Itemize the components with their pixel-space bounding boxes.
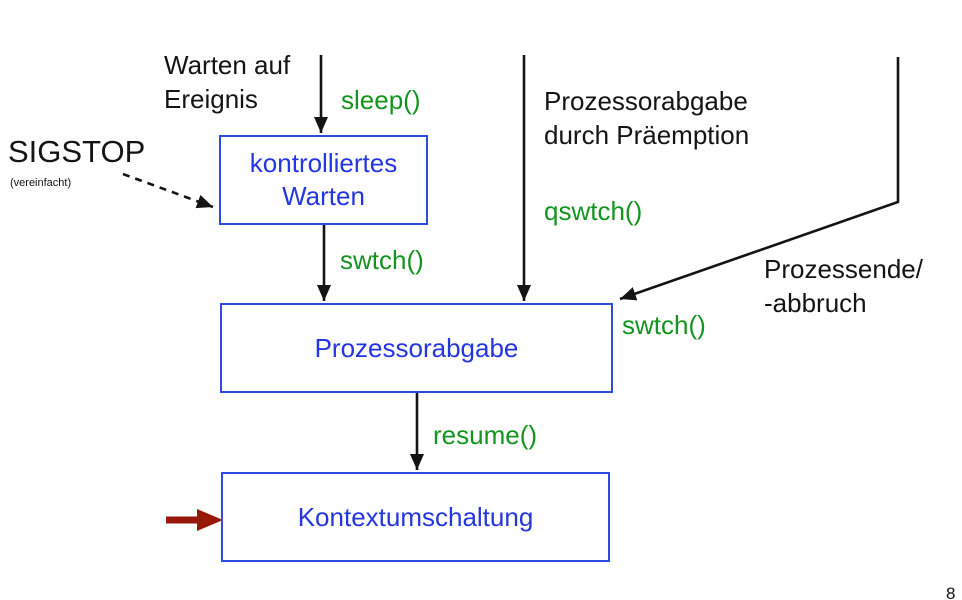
process-end-line1: Prozessende/ [764,254,923,284]
page-number: 8 [946,584,956,600]
sleep-call-label: sleep() [341,85,421,115]
wait-for-event-label: Warten auf Ereignis [164,48,290,116]
node-context-switch: Kontextumschaltung [221,472,610,562]
sigstop-note: (vereinfacht) [10,177,72,189]
swtch-call-label: swtch() [340,245,424,275]
preemption-label: Prozessorabgabe durch Präemption [544,84,749,152]
node-processor-release: Prozessorabgabe [220,303,613,393]
node-controlled-waiting: kontrolliertes Warten [219,135,428,225]
process-end-arrow [619,57,900,301]
sigstop-dashed-arrow [122,172,214,209]
resume-call-label: resume() [433,420,538,450]
sigstop-label: SIGSTOP [8,134,146,169]
qswtch-call-label: qswtch() [544,196,643,226]
node-controlled-waiting-line1: kontrolliertes [249,148,398,178]
node-controlled-waiting-line2: Warten [282,181,365,211]
wait-for-event-line1: Warten auf [164,50,291,80]
process-end-line2: -abbruch [764,288,867,318]
preemption-line2: durch Präemption [544,120,750,150]
node-context-switch-label: Kontextumschaltung [297,501,534,532]
wait-for-event-line2: Ereignis [164,84,258,114]
process-end-label: Prozessende/ -abbruch [764,252,923,320]
preemption-line1: Prozessorabgabe [544,86,748,116]
node-processor-release-label: Prozessorabgabe [314,332,519,363]
swtch-right-call-label: swtch() [622,310,706,340]
